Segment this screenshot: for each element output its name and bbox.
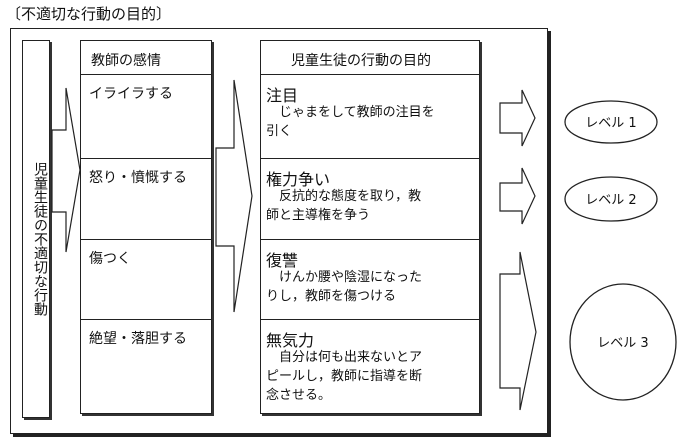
goal-cell-attention: 注目 じゃまをして教師の注目を 引く	[261, 75, 479, 159]
diagram-frame	[10, 28, 548, 434]
diagram-title: 〔不適切な行動の目的〕	[6, 5, 172, 23]
emotion-header: 教師の感情	[81, 41, 211, 75]
emotion-cell: イライラする	[81, 75, 211, 159]
arrow-right-icon	[499, 89, 536, 147]
emotion-cell: 傷つく	[81, 240, 211, 320]
level-1-ellipse	[564, 100, 658, 144]
emotion-cell: 絶望・落胆する	[89, 331, 187, 347]
behavior-goal-column: 児童生徒の行動の目的 注目 じゃまをして教師の注目を 引く 権力争い 反抗的な態…	[260, 40, 480, 414]
goal-cell-revenge: 復讐 けんか腰や陰湿になった りし，教師を傷つける	[261, 240, 479, 320]
level-2-ellipse	[564, 176, 658, 222]
arrow-right-icon	[215, 79, 253, 313]
behavior-label: 児童生徒の不適切な行動	[32, 162, 48, 316]
goal-header: 児童生徒の行動の目的	[261, 41, 479, 75]
emotion-cell: 怒り・憤慨する	[81, 159, 211, 240]
level-3-ellipse	[569, 283, 677, 401]
behavior-label-box: 児童生徒の不適切な行動	[22, 40, 50, 418]
level-1-label: レベル 1	[585, 116, 636, 131]
goal-cell-inadequacy: 無気力 自分は何も出来ないとア ピールし，教師に指導を断 念させる。	[266, 331, 423, 403]
arrow-right-icon	[51, 87, 81, 253]
arrow-right-icon	[499, 251, 537, 411]
level-3-label: レベル 3	[597, 336, 648, 351]
level-2-label: レベル 2	[585, 193, 636, 208]
teacher-emotion-column: 教師の感情 イライラする 怒り・憤慨する 傷つく 絶望・落胆する	[80, 40, 212, 414]
goal-cell-power: 権力争い 反抗的な態度を取り，教 師と主導権を争う	[261, 159, 479, 240]
arrow-right-icon	[499, 167, 536, 225]
